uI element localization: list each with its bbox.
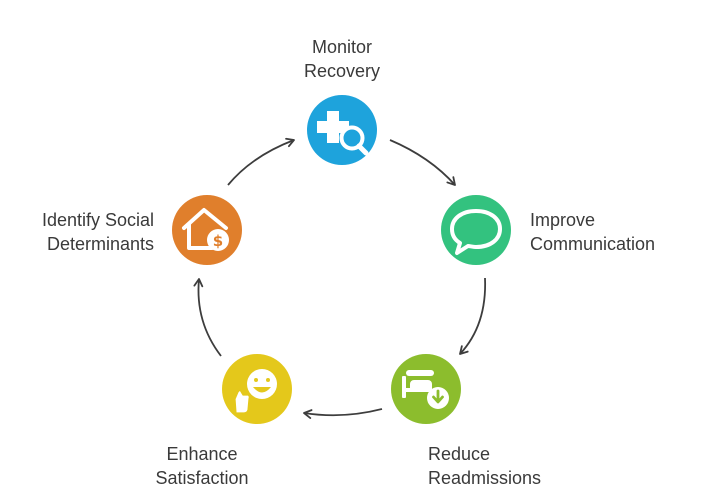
thumbs-up-smiley-icon — [234, 369, 277, 414]
label-identify-social-determinants: Identify Social Determinants — [14, 208, 154, 256]
node-circle-determinants — [172, 195, 242, 265]
label-monitor-line-1: Monitor — [311, 37, 373, 57]
arrow-satisfaction-to-determinants — [193, 278, 222, 357]
label-monitor-line-2: Recovery — [303, 61, 381, 81]
node-enhance-satisfaction — [222, 354, 292, 424]
label-readmissions-line-1: Reduce — [428, 444, 491, 464]
label-monitor-recovery: Monitor Recovery — [292, 35, 392, 83]
label-determinants-line-2: Determinants — [46, 234, 154, 254]
label-communication-line-1: Improve — [530, 210, 596, 230]
node-reduce-readmissions — [391, 354, 461, 424]
label-reduce-readmissions: Reduce Readmissions — [428, 442, 541, 490]
svg-text:$: $ — [213, 232, 223, 250]
node-improve-communication — [441, 195, 511, 265]
arrow-readmissions-to-satisfaction — [303, 408, 383, 419]
hospital-bed-down-icon — [402, 370, 449, 409]
arrow-determinants-to-monitor — [227, 137, 295, 186]
medical-search-icon — [317, 111, 369, 156]
label-improve-communication: Improve Communication — [530, 208, 655, 256]
label-satisfaction-line-1: Enhance — [166, 444, 238, 464]
arrow-communication-to-readmissions — [459, 277, 487, 355]
label-readmissions-line-2: Readmissions — [428, 468, 542, 488]
label-enhance-satisfaction: Enhance Satisfaction — [142, 442, 262, 490]
label-satisfaction-line-2: Satisfaction — [155, 468, 249, 488]
label-communication-line-2: Communication — [530, 234, 656, 254]
label-determinants-line-1: Identify Social — [41, 210, 154, 230]
node-monitor-recovery — [307, 95, 377, 165]
arrow-monitor-to-communication — [389, 139, 456, 186]
node-identify-social-determinants: $ — [172, 195, 242, 265]
house-dollar-icon: $ — [182, 208, 229, 251]
speech-bubble-icon — [450, 209, 502, 255]
